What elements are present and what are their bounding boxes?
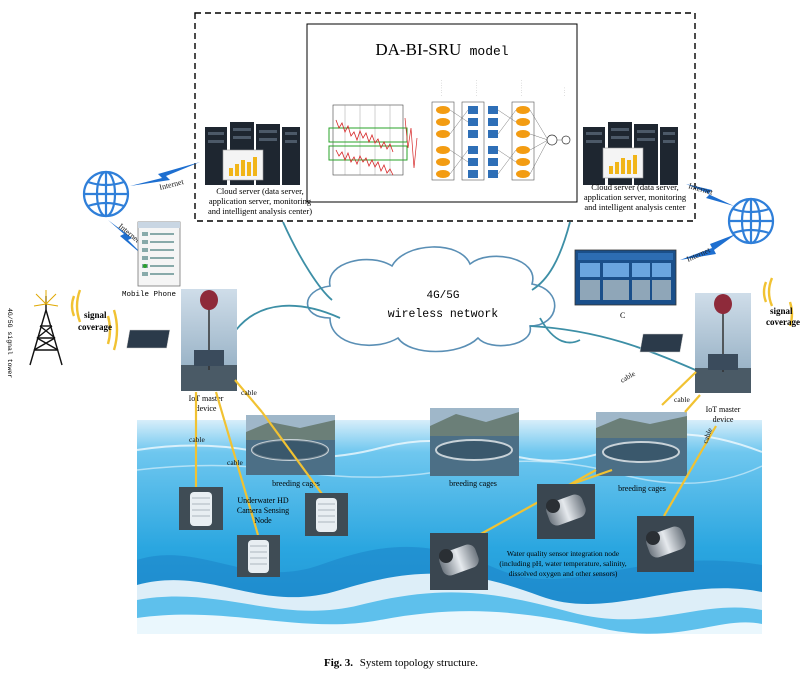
breeding-cage-photo-1 [246,415,335,475]
iot-right-label-1: IoT master [706,405,741,414]
model-panel: DA-BI-SRU model [306,23,578,203]
svg-text:· · · · · · ·: · · · · · · · [474,80,479,96]
cable-label-3: cable [227,458,243,467]
coverage-left-1: signal [84,310,107,320]
iot-left-label-2: device [196,404,217,413]
cloud-left-caption-2: application server, monitoring [209,196,312,206]
lightning-icon-2 [108,220,146,258]
time-series-thumbnail [328,104,418,176]
network-line2: wireless network [388,308,499,321]
network-line1: 4G/5G [426,290,459,302]
breeding-cage-photo-3 [596,412,687,476]
lightning-icon-3 [686,184,734,206]
network-layers: · · · · · · · · · · · · · · · · · · · · … [431,80,571,181]
svg-text:· · · ·: · · · · [562,87,567,96]
underwater-camera-photo-2 [305,493,348,536]
breeding-cage-photo-2 [430,408,519,476]
cloud-layer-frame [194,12,696,222]
cloud-right-caption-1: Cloud server (data server, [591,182,678,192]
tower-label: 4G/5G signal tower [6,308,13,378]
cable-label-4: cable [619,369,638,385]
mobile-phone [137,221,181,287]
globe-icon-left [82,170,130,218]
water-sensor-photo-3 [637,516,694,572]
signal-arcs-left [70,289,119,351]
model-title: DA-BI-SRU model [375,40,508,59]
underwater-camera-photo-1 [179,487,223,530]
lightning-icon-4 [680,234,736,260]
server-rack-left [205,122,300,185]
water-node-label-2: (including pH, water temperature, salini… [499,559,626,568]
internet-links [108,162,736,260]
camera-node-label-2: Camera Sensing [237,506,289,515]
svg-text:· · · · · · ·: · · · · · · · [519,80,524,96]
iot-master-device-right [639,293,751,393]
mobile-phone-label: Mobile Phone [122,291,176,299]
cage-label-1: breeding cages [272,479,320,488]
signal-arcs-right [762,277,794,327]
water-node-label-3: dissolved oxygen and other sensors) [509,569,618,578]
cable-label-5: cable [674,395,690,404]
coverage-right-2: coverage [766,317,800,327]
cables [194,371,717,541]
cage-label-3: breeding cages [618,484,666,493]
cloud-right-caption-3: and intelligent analysis center [584,202,685,212]
monitoring-screen [574,249,677,306]
monitor-label: C [620,311,625,320]
cable-label-2: cable [189,435,205,444]
iot-left-label-1: IoT master [189,394,224,403]
wireless-connections [235,221,701,373]
server-rack-right [583,122,678,185]
iot-right-label-2: device [713,415,734,424]
cage-label-2: breeding cages [449,479,497,488]
coverage-right-1: signal [770,306,793,316]
underwater-camera-photo-3 [237,535,280,577]
iot-master-device-left [126,289,237,391]
cloud-left-caption-1: Cloud server (data server, [216,186,303,196]
lightning-icon-1 [130,162,200,186]
cloud-left-caption-3: and intelligent analysis center) [208,206,312,216]
coverage-left-2: coverage [78,322,112,332]
water-sensor-photo-2 [537,484,595,539]
water-node-label-1: Water quality sensor integration node [507,549,620,558]
wireless-network-cloud [306,246,556,353]
cloud-right-caption-2: application server, monitoring [584,192,687,202]
signal-tower [29,296,63,366]
svg-text:· · · · · · ·: · · · · · · · [439,80,444,96]
camera-node-label-3: Node [254,516,272,525]
water-sensor-photo-1 [430,533,488,590]
internet-label-3: Internet [687,181,714,197]
tower-signal-rays [33,290,59,307]
camera-node-label-1: Underwater HD [237,496,289,505]
cable-label-1: cable [241,388,257,397]
figure-caption: Fig. 3. System topology structure. [324,657,478,669]
globe-icon-right [727,197,775,245]
internet-label-4: Internet [685,245,712,264]
